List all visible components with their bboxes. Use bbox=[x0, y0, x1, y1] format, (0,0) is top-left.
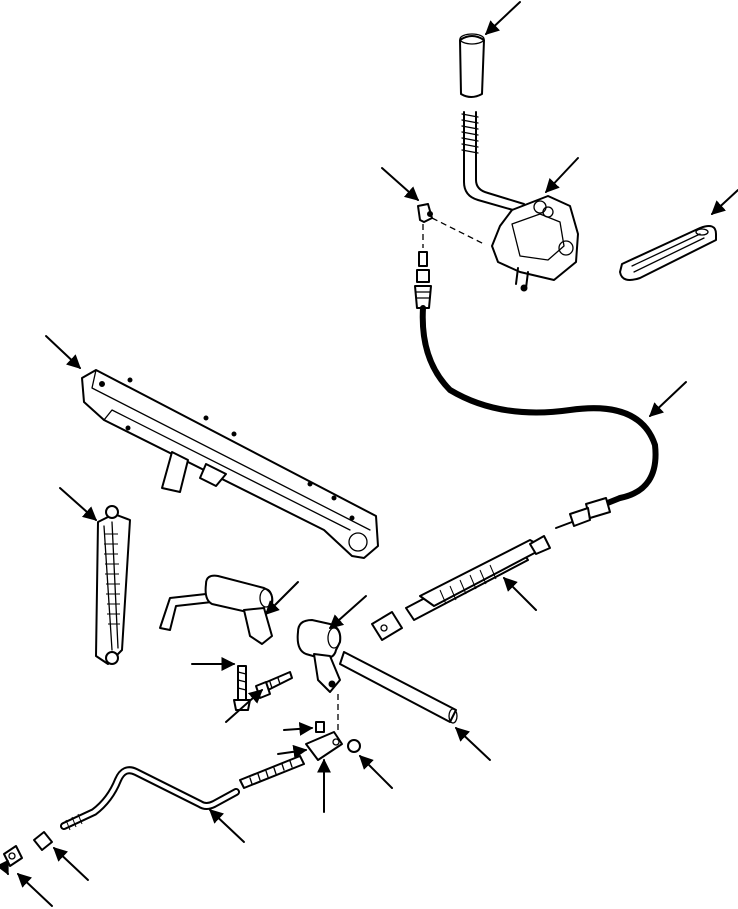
spring-assembly bbox=[95, 505, 131, 665]
callout-arrow-spring-assembly bbox=[59, 487, 98, 521]
callout-arrow-control-cable bbox=[648, 381, 687, 417]
callout-arrow-knob bbox=[484, 1, 521, 35]
shaft bbox=[339, 651, 458, 724]
callout-arrow-pin bbox=[283, 721, 314, 736]
callout-arrow-pivot-bracket bbox=[328, 595, 367, 629]
threaded-rod bbox=[239, 755, 305, 789]
callout-arrow-jam-nut bbox=[52, 847, 89, 881]
shift-lever bbox=[461, 111, 525, 213]
capscrew-2 bbox=[255, 671, 293, 699]
callout-arrow-threaded-rod bbox=[277, 744, 308, 759]
callout-arrow-upper-clevis bbox=[381, 167, 420, 201]
capscrew-1 bbox=[233, 665, 251, 711]
bellcrank bbox=[159, 574, 274, 645]
jam-nut bbox=[33, 831, 53, 851]
bent-rod bbox=[60, 766, 240, 831]
lower-clevis bbox=[305, 731, 343, 761]
cable-end-assembly bbox=[371, 535, 551, 641]
callout-arrow-cover-plate bbox=[710, 189, 738, 215]
callout-arrow-capscrew-2 bbox=[225, 689, 264, 723]
callout-arrow-nut bbox=[359, 755, 393, 789]
pivot-bracket bbox=[296, 619, 342, 730]
control-cable bbox=[419, 305, 659, 529]
callout-arrow-bellcrank bbox=[265, 581, 299, 615]
callout-arrow-shaft bbox=[454, 727, 491, 761]
upper-clevis bbox=[414, 203, 485, 309]
callout-arrow-support-bracket bbox=[45, 335, 82, 369]
shift-knob bbox=[459, 33, 485, 98]
callout-arrow-rod-end-top bbox=[0, 859, 9, 876]
support-bracket bbox=[81, 369, 379, 559]
cover-plate bbox=[619, 225, 717, 281]
callout-arrow-cable-end bbox=[503, 577, 537, 611]
callout-arrow-lever-housing bbox=[545, 157, 579, 194]
nut bbox=[347, 739, 361, 753]
callout-arrow-bent-rod bbox=[208, 809, 245, 843]
rod-end bbox=[3, 845, 23, 867]
lever-housing bbox=[491, 195, 579, 292]
callout-arrow-rod-end bbox=[16, 873, 53, 907]
pin bbox=[315, 721, 325, 733]
